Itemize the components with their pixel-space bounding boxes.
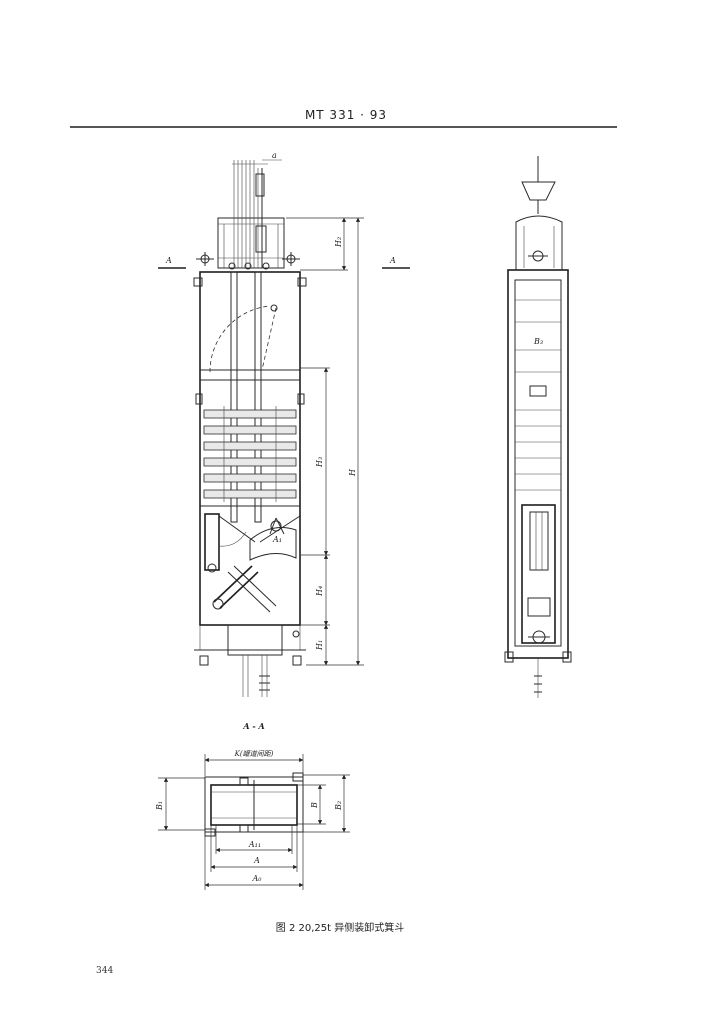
- gate-pivot-icon: [270, 520, 282, 532]
- page-number: 344: [96, 966, 113, 976]
- guide-roller-right: [282, 252, 300, 266]
- section-view: A - A K(罐道间距) B₁ B B₂ A₁₁: [155, 721, 350, 890]
- reinforcement-bands: [200, 369, 300, 507]
- crosshead-bolts: [228, 262, 270, 270]
- dim-h3-label: H₃: [315, 457, 324, 468]
- door-pivot-symbol: [270, 304, 278, 312]
- dim-h1-label: H₁: [315, 640, 324, 651]
- side-bands: [515, 299, 561, 491]
- section-label-left: A: [165, 256, 172, 265]
- dim-a-label: A: [253, 856, 260, 865]
- discharge-gate: [204, 513, 301, 571]
- door-swing-line: [261, 307, 277, 371]
- section-title: A - A: [242, 721, 264, 731]
- guide-roller-left: [196, 252, 214, 266]
- dim-h-label: H: [348, 468, 357, 477]
- body-lug-left-mid: [195, 393, 203, 405]
- door-swing-arc: [209, 305, 271, 373]
- base-rollers: [194, 630, 306, 666]
- section-tab-top: [239, 777, 249, 786]
- body-lug-left: [193, 277, 203, 287]
- body-lug-right-mid: [297, 393, 305, 405]
- section-outer-frame: [204, 776, 304, 833]
- dim-b2-label: B₂: [334, 801, 343, 811]
- rope-socket-icon: [521, 181, 556, 201]
- tail-rope: [242, 655, 270, 697]
- elevation-view: a: [158, 151, 410, 697]
- top-guide-frame: [217, 217, 285, 269]
- dim-b3-label: B₃: [533, 337, 543, 346]
- dim-a0-label: A₀: [252, 874, 263, 883]
- dim-h4-label: H₄: [315, 586, 324, 597]
- figure-caption: 图 2 20,25t 异侧装卸式箕斗: [276, 921, 404, 934]
- dim-k-label: K(罐道间距): [234, 750, 274, 758]
- inner-rods: [230, 271, 262, 523]
- section-guide-right: [292, 772, 304, 782]
- dim-a11-label: A₁₁: [248, 840, 261, 849]
- side-foot-right: [562, 651, 572, 663]
- height-dimensions: [286, 217, 364, 666]
- section-tab-bottom: [239, 824, 249, 833]
- dim-b-label: B: [310, 802, 319, 809]
- section-label-right: A: [389, 256, 396, 265]
- body-lug-right: [297, 277, 307, 287]
- side-bail: [515, 215, 563, 270]
- side-inner-column: [514, 279, 562, 647]
- dim-h2-label: H₂: [334, 237, 343, 248]
- top-mark-label: a: [272, 151, 277, 160]
- side-bracket: [529, 385, 547, 397]
- swing-angle-label: A₁: [272, 535, 282, 544]
- standard-code: MT 331 · 93: [305, 108, 387, 122]
- side-view: B₃: [504, 156, 572, 698]
- lower-frame: [227, 624, 283, 656]
- linkage-arm: [207, 563, 277, 613]
- dim-b1-label: B₁: [155, 801, 164, 811]
- side-foot-left: [504, 651, 514, 663]
